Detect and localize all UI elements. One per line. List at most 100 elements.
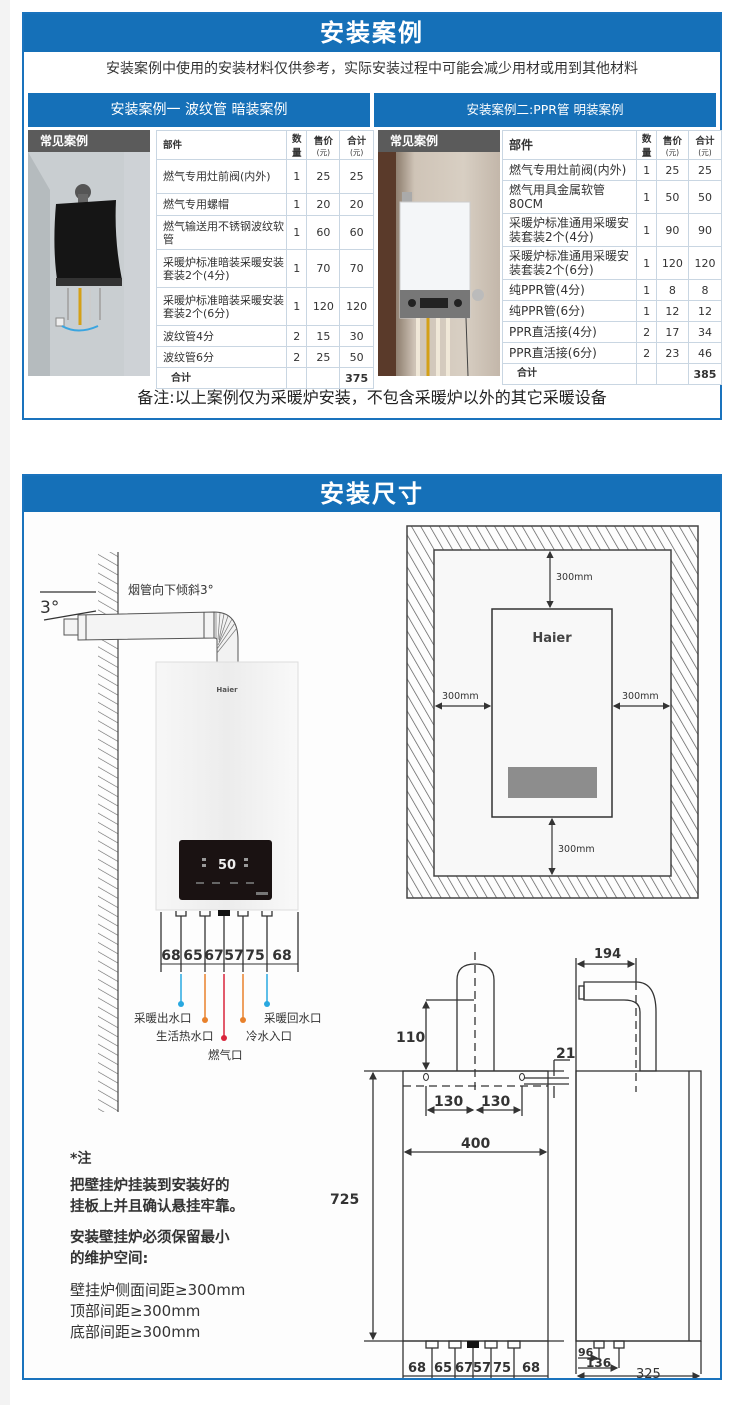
cases-disclaimer: 安装案例中使用的安装材料仅供参考，实际安装过程中可能会减少用材或用到其他材料 <box>106 61 638 77</box>
clearance-panel <box>508 767 597 798</box>
boiler-brand-small: Haier <box>216 686 238 694</box>
table-row: 采暖炉标准暗装采暖安装套装2个(6分) 1 120 120 <box>155 287 374 326</box>
part-qty: 1 <box>636 159 657 181</box>
dim-half-right: 130 <box>481 1094 510 1110</box>
part-price: 20 <box>306 193 341 216</box>
side-view-diagram <box>575 958 702 1380</box>
section-title-dimensions: 安装尺寸 <box>24 476 720 512</box>
part-total: 70 <box>339 249 374 288</box>
part-name: 燃气用具金属软管80CM <box>501 180 638 214</box>
part-name: 燃气输送用不锈钢波纹软管 <box>155 215 288 250</box>
case1-block: 常见案例 部件 数量 售价(元) 合计( <box>28 130 374 389</box>
part-price: 23 <box>655 342 689 364</box>
col-qty: 数量 <box>636 130 657 160</box>
part-price: 8 <box>655 279 689 301</box>
part-total: 120 <box>687 246 723 280</box>
part-price: 120 <box>306 287 341 326</box>
case2-header: 安装案例二:PPR管 明装案例 <box>374 93 716 127</box>
part-qty: 2 <box>636 321 657 343</box>
bottom-dim-6: 68 <box>522 1361 540 1376</box>
part-qty: 1 <box>286 287 308 326</box>
front-dim-2: 65 <box>183 948 202 964</box>
col-qty: 数量 <box>286 130 308 160</box>
part-price: 17 <box>655 321 689 343</box>
part-qty: 1 <box>286 193 308 216</box>
case2-photo: 常见案例 <box>378 130 500 376</box>
front-dim-5: 75 <box>245 948 264 964</box>
clearance-brand: Haier <box>532 631 572 646</box>
table-row: PPR直活接(4分) 2 17 34 <box>501 321 723 343</box>
part-name: 燃气专用灶前阀(内外) <box>155 159 288 194</box>
cases-footnote: 备注:以上案例仅为采暖炉安装，不包含采暖炉以外的其它采暖设备 <box>137 388 607 407</box>
part-total: 20 <box>339 193 374 216</box>
table-row: 采暖炉标准暗装采暖安装套装2个(4分) 1 70 70 <box>155 249 374 288</box>
part-qty: 1 <box>636 246 657 280</box>
dimension-diagrams: 3° 烟管向下倾斜3° Haier 50 <box>24 512 720 1382</box>
dim-offset: 21 <box>556 1046 575 1062</box>
table-row: 燃气专用灶前阀(内外) 1 25 25 <box>155 159 374 194</box>
front-dim-1: 68 <box>161 948 180 964</box>
dimension-drawing: 3° 烟管向下倾斜3° Haier 50 <box>40 525 702 1382</box>
table-header-row: 部件 数量 售价(元) 合计(元) <box>155 130 374 160</box>
clearance-left: 300mm <box>442 691 479 702</box>
installation-notes: *注 把壁挂炉挂装到安装好的 挂板上并且确认悬挂牢靠。 安装壁挂炉必须保留最小 … <box>70 1148 300 1343</box>
sum-empty-qty <box>286 367 308 389</box>
part-name: 燃气专用灶前阀(内外) <box>501 159 638 181</box>
table-row: PPR直活接(6分) 2 23 46 <box>501 342 723 364</box>
case2-boiler-photo-illustration <box>378 152 484 376</box>
connection-label-heating-return: 采暖回水口 <box>264 1011 322 1025</box>
connection-label-cold-water: 冷水入口 <box>246 1029 292 1043</box>
part-qty: 1 <box>286 159 308 194</box>
part-name: 波纹管4分 <box>155 325 288 347</box>
front-dim-6: 68 <box>272 948 291 964</box>
part-total: 25 <box>687 159 723 181</box>
table-sum-row: 合计 375 <box>155 367 374 389</box>
part-name: 纯PPR管(6分) <box>501 300 638 322</box>
part-qty: 1 <box>636 279 657 301</box>
dim-width: 400 <box>461 1136 490 1152</box>
case1-boiler-photo-illustration <box>28 152 150 376</box>
sum-empty-price <box>655 363 689 385</box>
part-name: 采暖炉标准暗装采暖安装套装2个(6分) <box>155 287 288 326</box>
part-qty: 1 <box>286 249 308 288</box>
part-name: PPR直活接(6分) <box>501 342 638 364</box>
part-name: PPR直活接(4分) <box>501 321 638 343</box>
control-panel <box>179 840 272 900</box>
part-name: 采暖炉标准通用采暖安装套装2个(4分) <box>501 213 638 247</box>
front-view-illustration: 3° 烟管向下倾斜3° Haier 50 <box>40 552 322 1112</box>
bottom-dim-4: 57 <box>473 1361 491 1376</box>
part-price: 70 <box>306 249 341 288</box>
side-dim-pipe2: 136 <box>586 1356 611 1370</box>
part-price: 12 <box>655 300 689 322</box>
table-row: 波纹管6分 2 25 50 <box>155 346 374 368</box>
flue-angle-label: 3° <box>40 598 59 618</box>
side-dim-depth: 325 <box>636 1367 661 1378</box>
case2-parts-table: 部件 数量 售价(元) 合计(元) 燃气专用灶前阀(内外) 1 25 25 燃气… <box>501 130 723 385</box>
table-row: 纯PPR管(4分) 1 8 8 <box>501 279 723 301</box>
part-qty: 1 <box>286 215 308 250</box>
col-total: 合计(元) <box>687 130 723 160</box>
part-qty: 2 <box>286 346 308 368</box>
part-total: 60 <box>339 215 374 250</box>
part-price: 25 <box>306 346 341 368</box>
installation-dimensions-section: 安装尺寸 <box>22 474 722 1382</box>
part-total: 34 <box>687 321 723 343</box>
table-sum-row: 合计 385 <box>501 363 723 385</box>
side-dim-flue-depth: 194 <box>594 947 621 962</box>
bottom-dim-3: 67 <box>455 1361 473 1376</box>
flue-caption: 烟管向下倾斜3° <box>128 582 214 597</box>
part-qty: 2 <box>286 325 308 347</box>
part-total: 46 <box>687 342 723 364</box>
table-row: 采暖炉标准通用采暖安装套装2个(4分) 1 90 90 <box>501 213 723 247</box>
note-side-clearance: 壁挂炉侧面间距≥300mm <box>70 1281 246 1299</box>
note-bottom-clearance: 底部间距≥300mm <box>70 1323 201 1341</box>
part-name: 波纹管6分 <box>155 346 288 368</box>
case-headers: 安装案例一 波纹管 暗装案例 安装案例二:PPR管 明装案例 <box>28 93 716 127</box>
clearance-right: 300mm <box>622 691 659 702</box>
part-total: 12 <box>687 300 723 322</box>
part-total: 25 <box>339 159 374 194</box>
dim-flue-height: 110 <box>396 1030 425 1046</box>
part-name: 燃气专用螺帽 <box>155 193 288 216</box>
bottom-dim-2: 65 <box>434 1361 452 1376</box>
note-top-clearance: 顶部间距≥300mm <box>70 1302 201 1320</box>
